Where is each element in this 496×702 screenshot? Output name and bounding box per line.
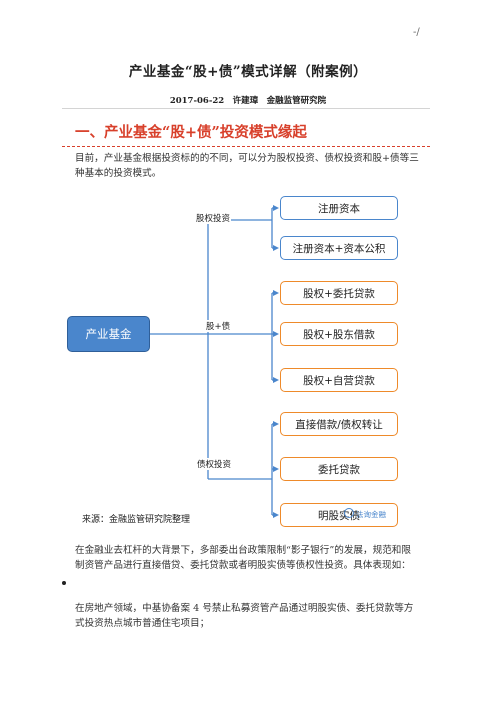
article-title: 产业基金“股+债”模式详解（附案例） [128,64,368,80]
node-direct-loan-debt-transfer: 直接借款/债权转让 [280,412,398,436]
section-heading: 一、产业基金“股+债”投资模式缘起 [75,124,307,141]
node-entrusted-loan: 委托贷款 [280,457,398,481]
background-paragraph: 在金融业去杠杆的大背景下，多部委出台政策限制“影子银行”的发展，规范和限制资管产… [75,545,411,571]
page-corner-mark: -/ [413,27,420,38]
article-byline: 2017-06-22 许建璋 金融监管研究院 [169,96,327,106]
investment-mode-diagram: 产业基金 股权投资 股+债 债权投资 注册资本 注册资本+资本公积 股权+委托贷… [62,186,430,528]
real-estate-paragraph: 在房地产领域，中基协备案 4 号禁止私募资管产品通过明股实债、委托贷款等方式投资… [75,603,414,629]
arrow-head [273,421,279,427]
node-equity-entrusted-loan: 股权+委托贷款 [280,281,398,305]
arrow-head [273,290,279,296]
branch-label-debt: 债权投资 [196,458,233,470]
connector-lines [150,205,279,518]
arrow-head [273,331,279,337]
watermark-icon [344,508,354,518]
section-divider [62,146,430,147]
watermark-text: 法询金融 [356,510,386,519]
arrow-head [273,205,279,211]
node-capital-plus-reserve: 注册资本+资本公积 [280,236,398,260]
node-nominal-equity-real-debt: 明股实债 [280,503,398,527]
arrow-head [273,377,279,383]
bullet-dot [62,581,66,585]
byline-divider [62,108,430,109]
arrow-head [273,466,279,472]
watermark: 法询金融 [344,508,386,520]
node-registered-capital: 注册资本 [280,196,398,220]
node-equity-shareholder-loan: 股权+股东借款 [280,322,398,346]
arrow-head [273,512,279,518]
branch-label-equity: 股权投资 [195,212,232,224]
root-node-industry-fund: 产业基金 [67,316,150,352]
arrow-head [273,245,279,251]
branch-label-equity-plus-debt: 股+债 [205,320,232,332]
diagram-source-note: 来源：金融监管研究院整理 [82,515,191,525]
intro-paragraph: 目前，产业基金根据投资标的的不同，可以分为股权投资、债权投资和股+债等三种基本的… [75,153,419,179]
node-equity-proprietary-loan: 股权+自营贷款 [280,368,398,392]
